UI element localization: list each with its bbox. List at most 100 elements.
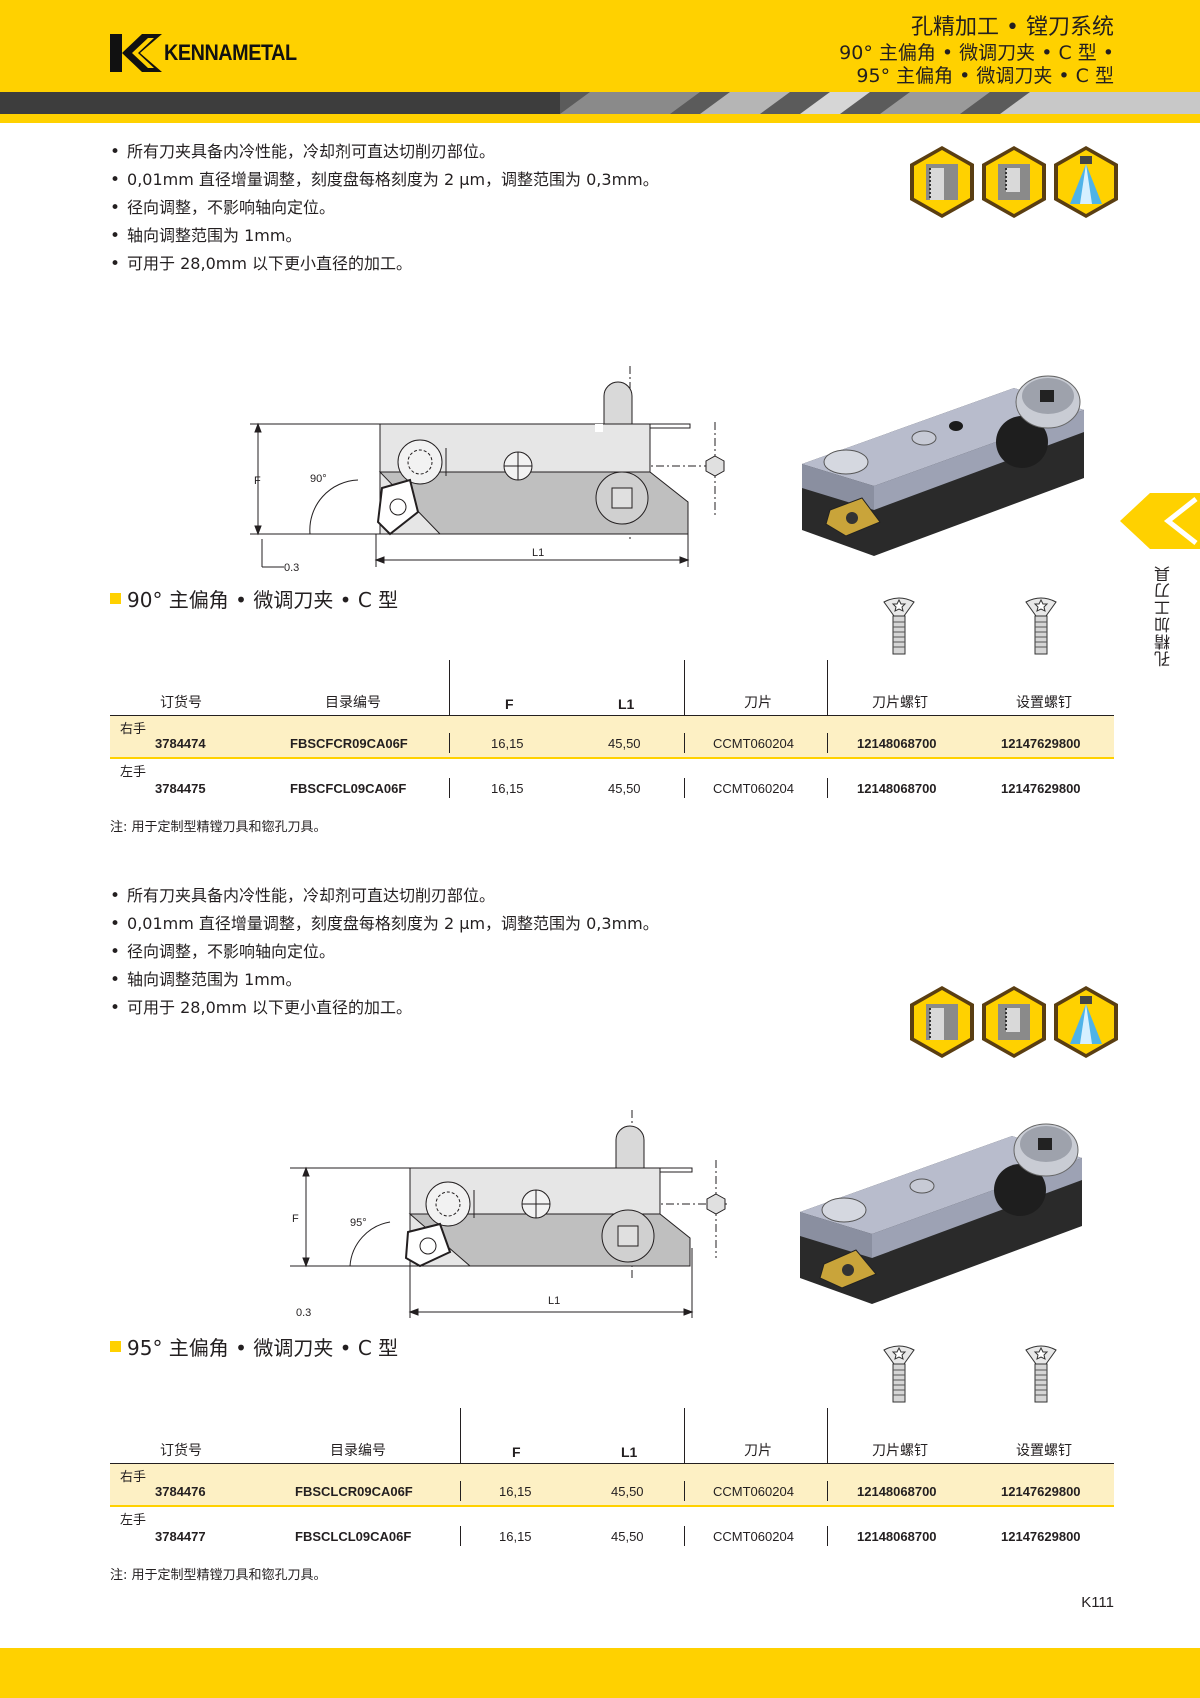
insert-screw-value: 12148068700	[857, 1529, 937, 1544]
page-subtitle-2: 95° 主偏角 • 微调刀夹 • C 型	[856, 65, 1114, 87]
col-insert: 刀片	[744, 1442, 772, 1458]
technical-drawing-95: F 95° L1 0.3	[290, 1110, 730, 1319]
blind-hole-icon	[982, 146, 1046, 218]
feature-item: 轴向调整范围为 1mm。	[110, 966, 659, 994]
section-title-90: 90° 主偏角 • 微调刀夹 • C 型	[110, 584, 398, 613]
insert-screw-value: 12148068700	[857, 781, 937, 796]
hand-label: 左手	[120, 1512, 147, 1527]
coolant-icon	[1054, 146, 1118, 218]
setting-screw-value: 12147629800	[1001, 1529, 1081, 1544]
setting-screw-value: 12147629800	[1001, 1484, 1081, 1499]
kennametal-k-icon	[110, 34, 162, 72]
drawing-offset-label: 0.3	[284, 562, 299, 574]
header-yellow-line	[0, 114, 1200, 123]
insert-value: CCMT060204	[713, 736, 794, 751]
feature-item: 可用于 28,0mm 以下更小直径的加工。	[110, 994, 659, 1022]
insert-value: CCMT060204	[713, 1484, 794, 1499]
l1-value: 45,50	[608, 781, 641, 796]
feature-item: 所有刀夹具备内冷性能，冷却剂可直达切削刃部位。	[110, 882, 659, 910]
col-f: F	[512, 1444, 521, 1460]
side-tab-label: 孔精加工刀具	[1154, 565, 1173, 667]
section-title-95: 95° 主偏角 • 微调刀夹 • C 型	[110, 1332, 398, 1361]
f-value: 16,15	[491, 736, 524, 751]
section-title-text: 90° 主偏角 • 微调刀夹 • C 型	[127, 588, 399, 612]
f-value: 16,15	[499, 1529, 532, 1544]
insert-value: CCMT060204	[713, 1529, 794, 1544]
col-l1: L1	[621, 1444, 638, 1460]
drawing-offset-label: 0.3	[296, 1307, 311, 1319]
hand-label: 右手	[120, 1469, 147, 1484]
blind-hole-icon	[982, 986, 1046, 1058]
application-icons-2	[908, 984, 1120, 1060]
section-title-text: 95° 主偏角 • 微调刀夹 • C 型	[127, 1336, 399, 1360]
setting-screw-value: 12147629800	[1001, 781, 1081, 796]
header-title-block: 孔精加工 • 镗刀系统 90° 主偏角 • 微调刀夹 • C 型 • 95° 主…	[839, 14, 1114, 88]
drawing-angle-label: 95°	[350, 1217, 367, 1229]
feature-item: 径向调整，不影响轴向定位。	[110, 938, 659, 966]
feature-item: 0,01mm 直径增量调整，刻度盘每格刻度为 2 μm，调整范围为 0,3mm。	[110, 910, 659, 938]
insert-screw-icon	[883, 597, 915, 655]
col-setting-screw: 设置螺钉	[1016, 1442, 1072, 1458]
kennametal-logo: KENNAMETAL	[110, 34, 311, 72]
page-header: KENNAMETAL 孔精加工 • 镗刀系统 90° 主偏角 • 微调刀夹 • …	[0, 0, 1200, 92]
catalog-no: FBSCLCR09CA06F	[295, 1484, 413, 1499]
insert-screw-value: 12148068700	[857, 1484, 937, 1499]
application-icons-1	[908, 144, 1120, 220]
table-note-90: 注: 用于定制型精镗刀具和锪孔刀具。	[110, 820, 327, 835]
f-value: 16,15	[499, 1484, 532, 1499]
hand-label: 右手	[120, 721, 147, 736]
through-hole-icon	[910, 146, 974, 218]
table-row: 右手 3784474 FBSCFCR09CA06F 16,15 45,50 CC…	[110, 716, 1114, 759]
order-no: 3784474	[155, 736, 206, 751]
drawing-l1-label: L1	[532, 547, 544, 559]
table-row: 左手 3784477 FBSCLCL09CA06F 16,15 45,50 CC…	[110, 1507, 1114, 1550]
col-f: F	[505, 696, 514, 712]
col-setting-screw: 设置螺钉	[1016, 694, 1072, 710]
technical-drawing-90: F 90° L1 0.3	[250, 366, 725, 574]
table-row: 左手 3784475 FBSCFCL09CA06F 16,15 45,50 CC…	[110, 759, 1114, 802]
table-row: 右手 3784476 FBSCLCR09CA06F 16,15 45,50 CC…	[110, 1464, 1114, 1507]
feature-item: 可用于 28,0mm 以下更小直径的加工。	[110, 250, 659, 278]
table-header: 订货号 目录编号 F L1 刀片 刀片螺钉 设置螺钉	[110, 660, 1114, 716]
setting-screw-icon	[1025, 1345, 1057, 1403]
order-no: 3784476	[155, 1484, 206, 1499]
l1-value: 45,50	[611, 1529, 644, 1544]
product-render-95	[800, 1123, 1082, 1304]
setting-screw-value: 12147629800	[1001, 736, 1081, 751]
product-table-90: 订货号 目录编号 F L1 刀片 刀片螺钉 设置螺钉 右手 3784474 FB…	[110, 660, 1114, 802]
feature-item: 径向调整，不影响轴向定位。	[110, 194, 659, 222]
drawing-l1-label: L1	[548, 1295, 560, 1307]
l1-value: 45,50	[611, 1484, 644, 1499]
feature-list-1: 所有刀夹具备内冷性能，冷却剂可直达切削刃部位。 0,01mm 直径增量调整，刻度…	[110, 138, 659, 278]
page-subtitle-1: 90° 主偏角 • 微调刀夹 • C 型 •	[839, 42, 1114, 64]
through-hole-icon	[910, 986, 974, 1058]
insert-screw-value: 12148068700	[857, 736, 937, 751]
col-insert-screw: 刀片螺钉	[872, 1442, 928, 1458]
order-no: 3784477	[155, 1529, 206, 1544]
col-l1: L1	[618, 696, 635, 712]
drawing-f-label: F	[254, 475, 261, 487]
drawing-angle-label: 90°	[310, 473, 327, 485]
drawing-f-label: F	[292, 1213, 299, 1225]
l1-value: 45,50	[608, 736, 641, 751]
brand-name: KENNAMETAL	[164, 40, 297, 65]
col-catalog-no: 目录编号	[330, 1442, 386, 1458]
insert-screw-icon	[883, 1345, 915, 1403]
page-title: 孔精加工 • 镗刀系统	[911, 15, 1114, 40]
col-insert-screw: 刀片螺钉	[872, 694, 928, 710]
catalog-no: FBSCFCL09CA06F	[290, 781, 407, 796]
page-footer-band	[0, 1648, 1200, 1698]
coolant-icon	[1054, 986, 1118, 1058]
product-table-95: 订货号 目录编号 F L1 刀片 刀片螺钉 设置螺钉 右手 3784476 FB…	[110, 1408, 1114, 1550]
product-render-90	[802, 375, 1084, 556]
col-order-no: 订货号	[160, 1442, 202, 1458]
order-no: 3784475	[155, 781, 206, 796]
catalog-no: FBSCLCL09CA06F	[295, 1529, 412, 1544]
col-insert: 刀片	[744, 694, 772, 710]
table-header: 订货号 目录编号 F L1 刀片 刀片螺钉 设置螺钉	[110, 1408, 1114, 1464]
insert-value: CCMT060204	[713, 781, 794, 796]
setting-screw-icon	[1025, 597, 1057, 655]
hand-label: 左手	[120, 764, 147, 779]
page-number: K111	[1081, 1594, 1114, 1611]
title-square-marker	[110, 1341, 121, 1352]
